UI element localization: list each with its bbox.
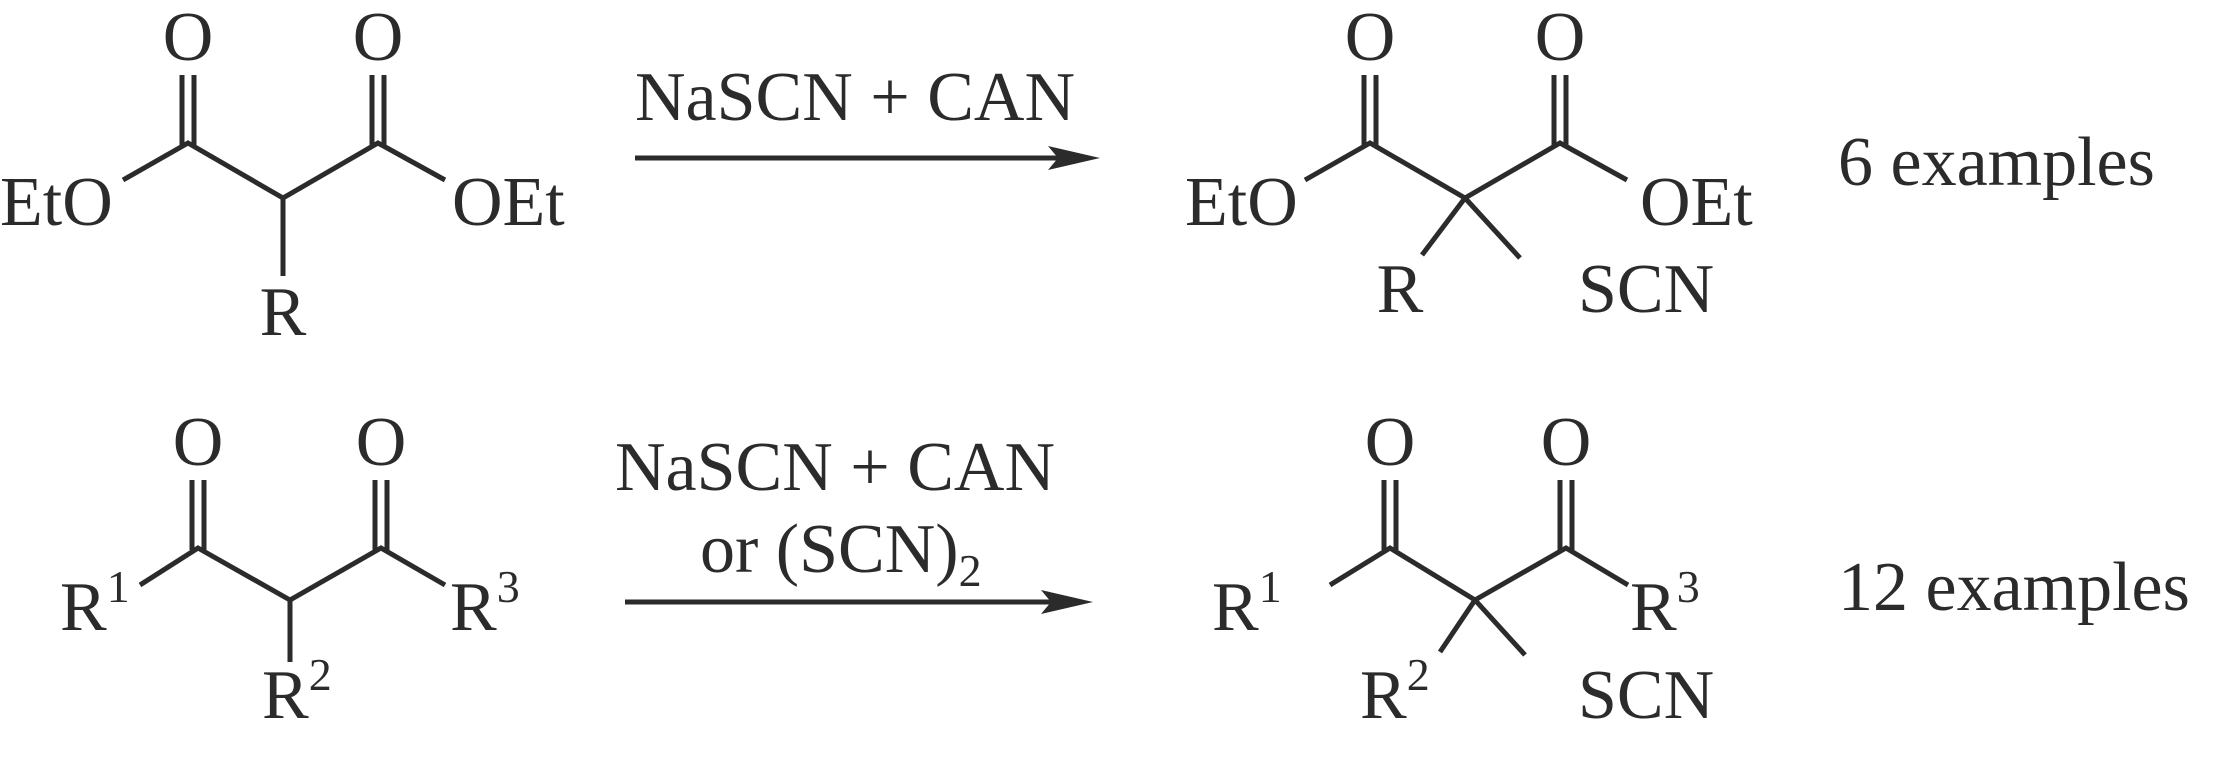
substituent-label-r2: R2 — [1360, 649, 1430, 734]
backbone-bonds — [1303, 140, 1629, 201]
reaction2-product: O O R1 R3 R2 SCN — [1212, 404, 1714, 734]
backbone-bonds — [138, 545, 447, 603]
atom-label-o: O — [353, 0, 404, 76]
substituent-label-r2: R2 — [262, 649, 332, 734]
reaction2-arrow: NaSCN + CAN or (SCN)2 — [615, 429, 1093, 614]
group-label-oet: OEt — [452, 164, 565, 241]
substituent-label-r1: R1 — [60, 561, 130, 646]
atom-label-o: O — [1541, 404, 1592, 481]
substituent-label-r1: R1 — [1212, 561, 1282, 646]
reaction1-product: O O EtO OEt R SCN — [1185, 0, 1753, 328]
atom-label-o: O — [1365, 404, 1416, 481]
atom-label-o: O — [356, 404, 407, 481]
atom-label-o: O — [163, 0, 214, 76]
reagent-label: NaSCN + CAN — [635, 59, 1075, 136]
substituent-label-r: R — [1377, 251, 1424, 328]
group-label-eto: EtO — [0, 164, 113, 241]
single-bond — [1473, 598, 1527, 657]
group-label-oet: OEt — [1640, 164, 1753, 241]
group-label-eto: EtO — [1185, 164, 1298, 241]
atom-label-o: O — [1535, 0, 1586, 76]
backbone-bonds — [121, 140, 447, 201]
example-count: 12 examples — [1838, 549, 2190, 626]
single-bond — [1437, 598, 1478, 654]
reagent-label-line1: NaSCN + CAN — [615, 429, 1055, 506]
substituent-label-r3: R3 — [1630, 561, 1700, 646]
substituent-label-r: R — [260, 274, 307, 351]
arrow-head-icon — [1048, 146, 1100, 170]
atom-label-o: O — [1345, 0, 1396, 76]
reagent-label-line2: or (SCN)2 — [700, 511, 982, 596]
reaction2-reactant: O O R1 R3 R2 — [60, 404, 520, 734]
example-count: 6 examples — [1838, 124, 2155, 201]
substituent-label-r3: R3 — [450, 561, 520, 646]
reaction1-arrow: NaSCN + CAN — [635, 59, 1100, 170]
atom-label-o: O — [173, 404, 224, 481]
single-bond — [1420, 196, 1467, 257]
reaction1-reactant: O O EtO OEt R — [0, 0, 565, 351]
group-label-scn: SCN — [1578, 657, 1714, 734]
single-bond — [1463, 196, 1522, 260]
arrow-head-icon — [1041, 590, 1093, 614]
group-label-scn: SCN — [1578, 251, 1714, 328]
backbone-bonds — [1328, 545, 1630, 603]
